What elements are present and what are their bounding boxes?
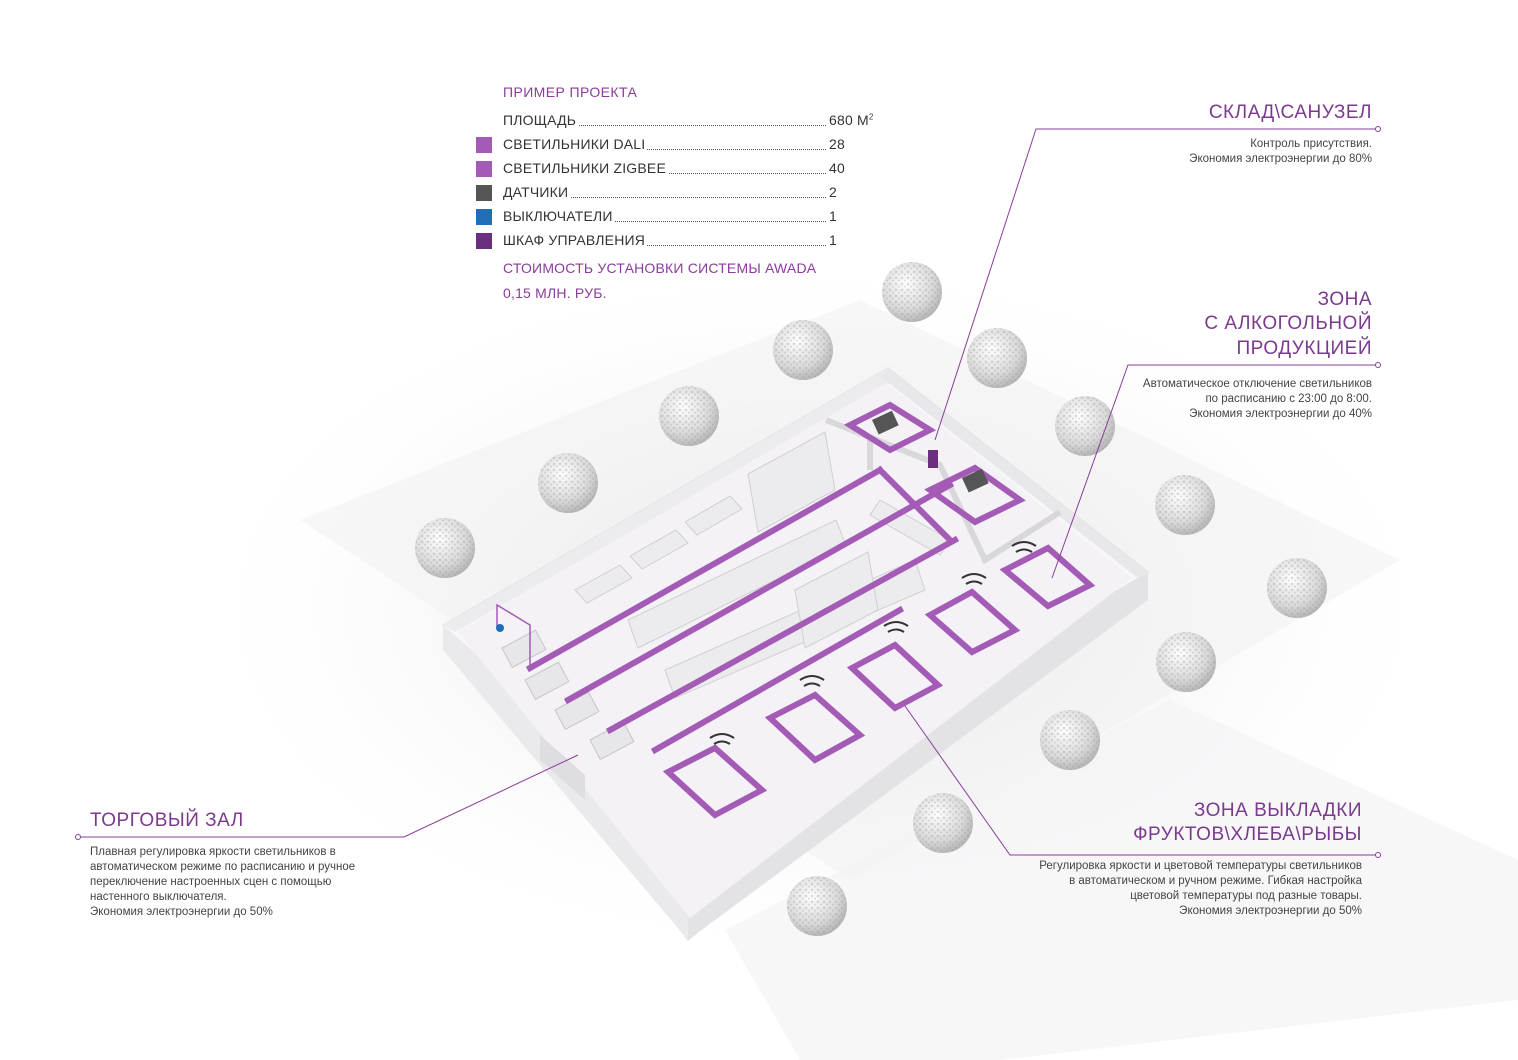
legend-row: ПЛОЩАДЬ 680 М2 [474,110,884,132]
legend-label: ПЛОЩАДЬ [503,112,579,128]
cost-value: 0,15 МЛН. РУБ. [503,285,607,301]
zone-sales-desc-3: переключение настроенных сцен с помощью [90,876,332,888]
zone-fresh-desc-3: цветовой температуры под разные товары. [1130,890,1362,902]
zone-fresh-title-1: ЗОНА ВЫКЛАДКИ [1193,800,1362,821]
legend-value: 680 М2 [827,112,874,128]
zone-fresh-title-2: ФРУКТОВ\ХЛЕБА\РЫБЫ [1133,824,1362,845]
legend-value: 28 [827,136,845,152]
legend-value-text: 2 [829,184,837,200]
leader-storage [934,128,1378,441]
legend-leader-dots [503,197,826,198]
sensor-icon [961,468,989,493]
zone-fresh-desc-2: в автоматическом и ручном режиме. Гибкая… [1069,875,1362,887]
zone-sales-desc-1: Плавная регулировка яркости светильников… [90,846,336,858]
zone-sales-desc-4: настенного выключателя. [90,891,227,903]
legend-value-text: 28 [829,136,845,152]
legend-leader-dots [503,245,826,246]
legend-value-text: 1 [829,208,837,224]
zone-alcohol-title-2: С АЛКОГОЛЬНОЙ [1204,313,1372,334]
cost-title: СТОИМОСТЬ УСТАНОВКИ СИСТЕМЫ AWADA [503,260,817,276]
legend-label: СВЕТИЛЬНИКИ DALI [503,136,648,152]
leader-sales [78,754,579,838]
legend-label: ШКАФ УПРАВЛЕНИЯ [503,232,648,248]
zone-alcohol-title-1: ЗОНА [1317,289,1372,310]
leader-alcohol [1051,364,1378,579]
legend-value: 1 [827,208,837,224]
legend-value: 1 [827,232,837,248]
zone-sales-desc-5: Экономия электроэнергии до 50% [90,906,273,918]
wall-switch-icon [496,624,504,632]
zone-alcohol-desc-1: Автоматическое отключение светильников [1142,378,1372,390]
legend-swatch [476,161,492,177]
legend-row: СВЕТИЛЬНИКИ DALI 28 [474,134,884,156]
zone-storage-desc-1: Контроль присутствия. [1250,138,1372,150]
legend-heading: ПРИМЕР ПРОЕКТА [503,84,638,100]
zone-alcohol-desc-3: Экономия электроэнергии до 40% [1189,408,1372,420]
sensor-icon-2 [871,410,899,435]
legend-value-text: 680 М [829,112,869,128]
legend-leader-dots [503,125,826,126]
legend-row: ВЫКЛЮЧАТЕЛИ 1 [474,206,884,228]
legend-label: ВЫКЛЮЧАТЕЛИ [503,208,615,224]
legend-value: 40 [827,160,845,176]
control-cabinet-icon [928,450,938,468]
zone-storage-title: СКЛАД\САНУЗЕЛ [1208,102,1372,123]
legend-swatch [476,137,492,153]
legend-value: 2 [827,184,837,200]
zone-sales-title: ТОРГОВЫЙ ЗАЛ [90,810,244,831]
zone-sales-desc-2: автоматическом режиме по расписанию и ру… [90,861,356,873]
legend-label: СВЕТИЛЬНИКИ ZIGBEE [503,160,669,176]
legend-value-text: 1 [829,232,837,248]
legend-value-sup: 2 [868,112,874,122]
legend-swatch [476,233,492,249]
zone-storage-desc-2: Экономия электроэнергии до 80% [1189,153,1372,165]
leader-fresh [904,705,1378,856]
zone-alcohol-title-3: ПРОДУКЦИЕЙ [1236,338,1372,359]
legend-leader-dots [503,221,826,222]
legend-row: ДАТЧИКИ 2 [474,182,884,204]
legend-value-text: 40 [829,160,845,176]
legend-row: ШКАФ УПРАВЛЕНИЯ 1 [474,230,884,252]
legend-row: СВЕТИЛЬНИКИ ZIGBEE 40 [474,158,884,180]
legend-swatch [476,209,492,225]
zone-alcohol-desc-2: по расписанию с 23:00 до 8:00. [1205,393,1372,405]
legend-label: ДАТЧИКИ [503,184,571,200]
legend-swatch [476,185,492,201]
zone-fresh-desc-4: Экономия электроэнергии до 50% [1179,905,1362,917]
legend-leader-dots [503,149,826,150]
zone-fresh-desc-1: Регулировка яркости и цветовой температу… [1039,860,1362,872]
